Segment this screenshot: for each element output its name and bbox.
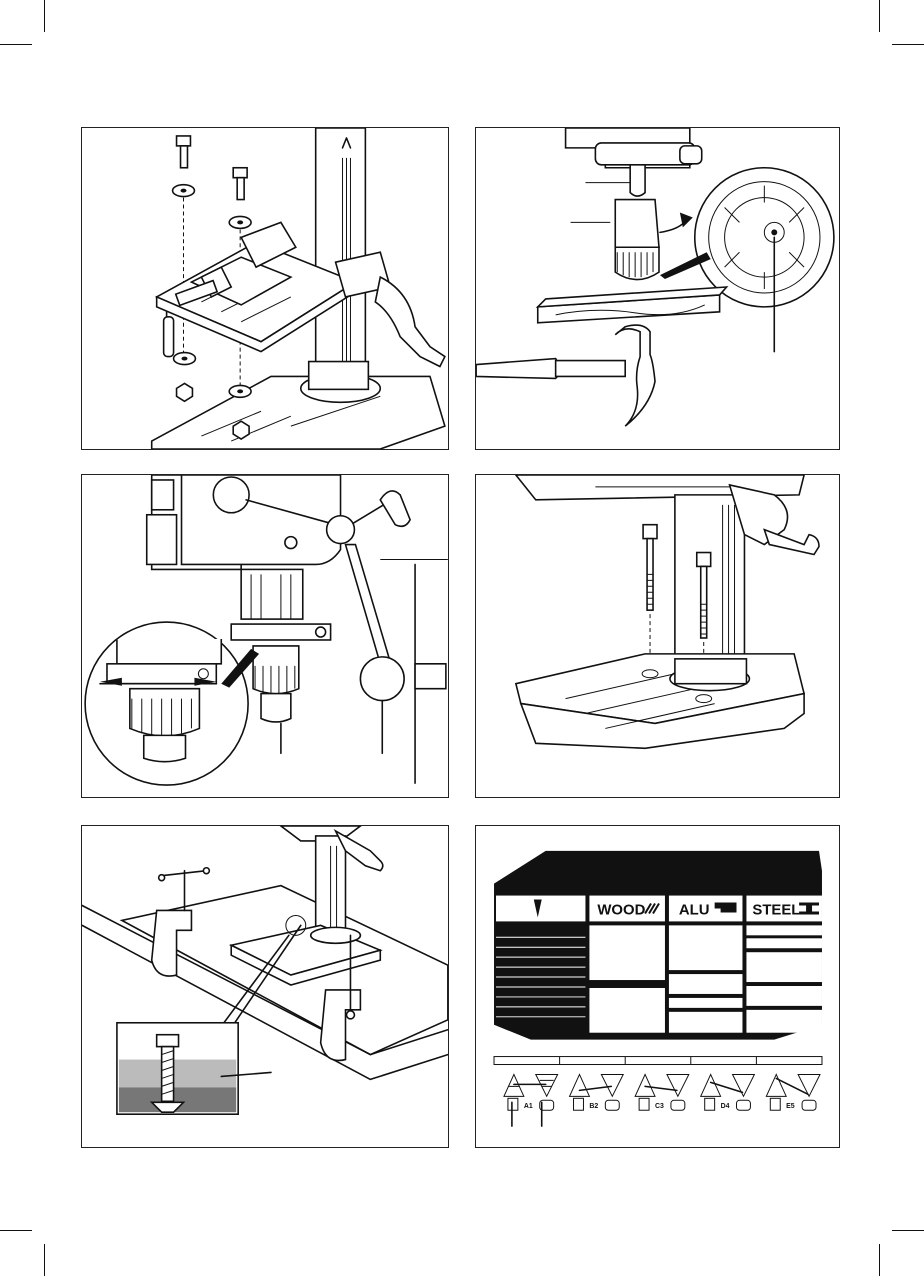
crop-mark (44, 1244, 45, 1276)
chuck-installation-drawing (476, 128, 839, 449)
column-steel-label: STEEL (752, 902, 800, 918)
crop-mark (44, 0, 45, 32)
belt-label-b2: B2 (589, 1103, 598, 1110)
crop-mark (879, 0, 880, 32)
figure-speed-chart: WOOD ALU STEEL A1 (475, 825, 840, 1148)
crop-mark (879, 1244, 880, 1276)
figure-column-mounting (475, 474, 840, 798)
column-mounting-drawing (476, 475, 839, 797)
belt-label-e5: E5 (786, 1103, 795, 1110)
figure-bench-clamping (81, 825, 449, 1148)
figure-vice-mounting (81, 127, 449, 450)
column-alu-label: ALU (679, 902, 710, 918)
belt-label-d4: D4 (721, 1103, 730, 1110)
column-wood-label: WOOD (597, 902, 645, 918)
belt-diagrams: A1 B2 C3 D4 (504, 1074, 820, 1110)
crop-mark (892, 44, 924, 45)
vice-mounting-drawing (82, 128, 448, 449)
belt-label-c3: C3 (655, 1103, 664, 1110)
crop-mark (892, 1230, 924, 1231)
crop-mark (0, 1230, 32, 1231)
belt-label-a1: A1 (524, 1103, 533, 1110)
speed-chart-drawing: WOOD ALU STEEL A1 (476, 826, 839, 1147)
figure-depth-stop (81, 474, 449, 798)
crop-mark (0, 44, 32, 45)
figure-chuck-installation (475, 127, 840, 450)
depth-stop-drawing (82, 475, 448, 797)
bench-clamping-drawing (82, 826, 448, 1147)
